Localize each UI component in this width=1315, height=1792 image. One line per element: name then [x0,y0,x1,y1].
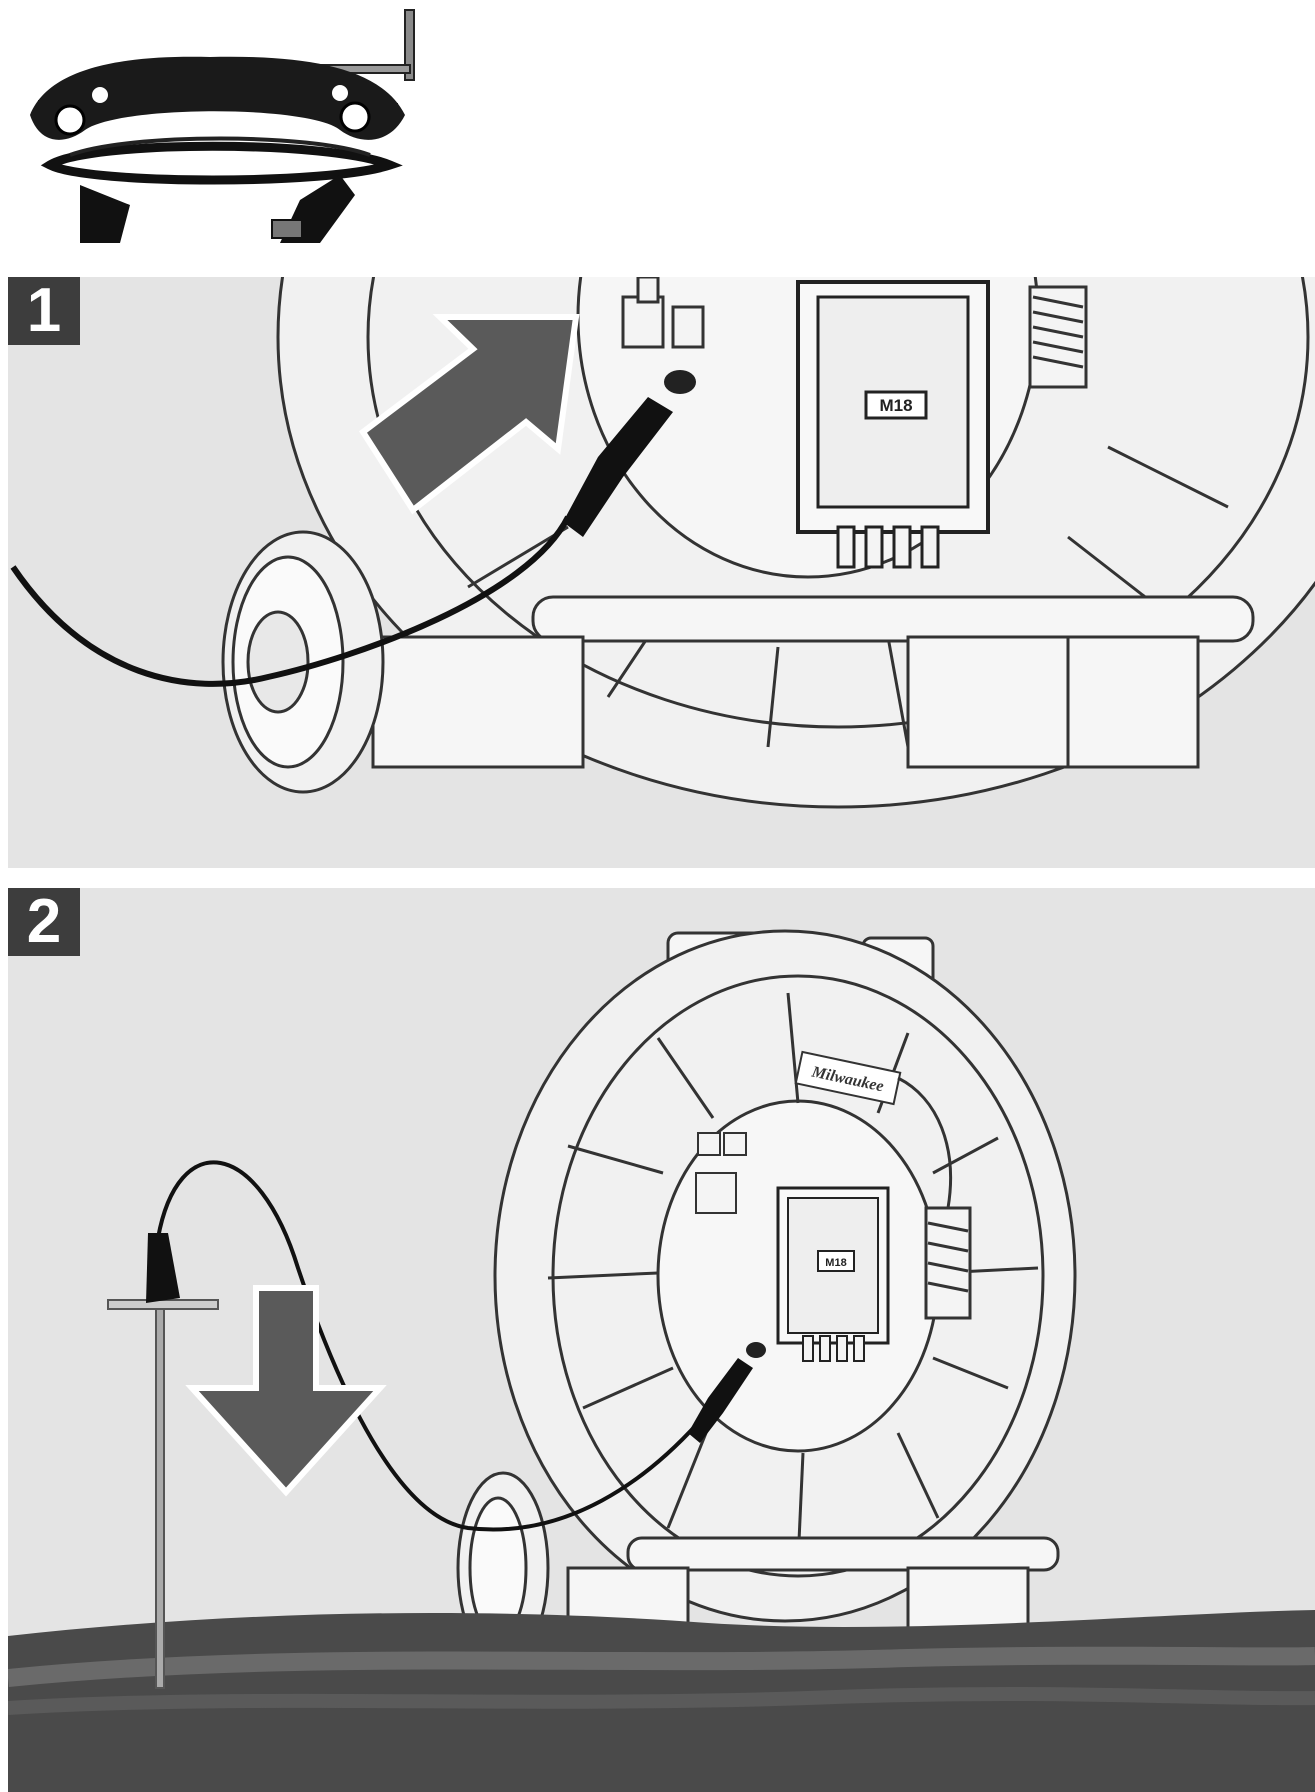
m18-label: M18 [879,396,912,415]
grounding-clamp-cable-icon [30,9,415,243]
arrow-down-icon [185,1285,387,1497]
step-2-number: 2 [8,888,80,956]
reel-connection-illustration: M18 [10,277,1315,809]
m18-label-step2: M18 [825,1257,846,1269]
arrow-up-right-icon [358,314,580,515]
grounding-cable-accessory [10,5,420,255]
step-1-number: 1 [8,277,80,345]
step-2-panel: 2 Mil [8,888,1315,1792]
grounding-illustration: Milwaukee M18 [8,929,1315,1792]
step-1-panel: 1 M18 [8,277,1315,868]
